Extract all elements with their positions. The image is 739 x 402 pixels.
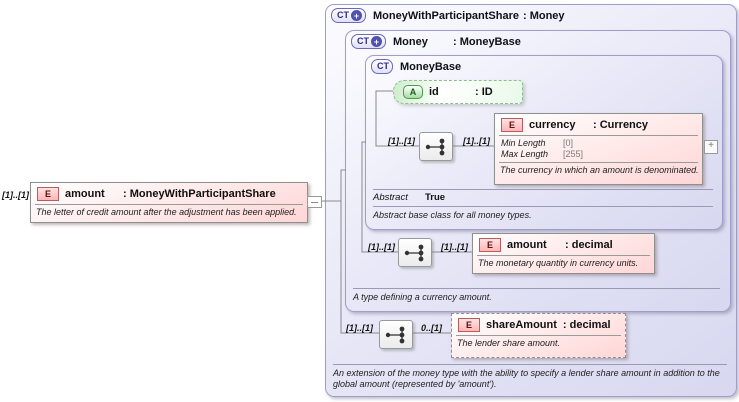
element-box-amount-global[interactable]: E amount : MoneyWithParticipantShare The… — [30, 182, 308, 223]
annotation-text: The lender share amount. — [457, 338, 561, 348]
sequence-compositor-icon[interactable] — [398, 238, 432, 267]
element-type: : decimal — [562, 319, 611, 331]
sequence-glyph — [404, 244, 424, 261]
element-box-shareamount[interactable]: E shareAmount : decimal The lender share… — [451, 313, 626, 358]
cardinality-label: [1]..[1] — [368, 242, 395, 252]
cardinality-label: [1]..[1] — [463, 136, 490, 146]
element-icon: E — [458, 318, 480, 332]
divider — [333, 364, 727, 365]
expand-plus-button[interactable]: + — [704, 140, 718, 154]
plus-badge-icon: + — [351, 10, 362, 21]
complextype-icon: CT — [371, 59, 393, 74]
element-name: shareAmount — [486, 319, 557, 331]
element-name: currency — [529, 119, 576, 131]
divider — [373, 206, 713, 207]
moneybase-type-title: MoneyBase — [400, 60, 462, 73]
cardinality-label: [1]..[1] — [2, 190, 29, 200]
divider — [373, 189, 713, 190]
money-type-title: Money : MoneyBase — [393, 35, 521, 48]
divider — [499, 135, 698, 136]
element-icon: E — [37, 187, 59, 201]
annotation-text: The monetary quantity in currency units. — [478, 258, 639, 268]
element-type: : MoneyWithParticipantShare — [123, 188, 276, 200]
element-icon: E — [479, 238, 501, 252]
element-name: amount — [507, 239, 547, 251]
outer-type-title: MoneyWithParticipantShare : Money — [373, 9, 565, 22]
element-box-amount[interactable]: E amount : decimal The monetary quantity… — [472, 233, 655, 274]
attribute-type: : ID — [475, 86, 493, 98]
complextype-extension-icon: CT+ — [351, 34, 386, 49]
divider — [35, 204, 303, 205]
annotation-text: Abstract base class for all money types. — [373, 210, 532, 220]
facet-row: Max Length [255] — [501, 149, 584, 159]
sequence-glyph — [425, 138, 445, 155]
facet-row: Min Length [0] — [501, 138, 574, 148]
cardinality-label: [1]..[1] — [441, 242, 468, 252]
element-name: amount — [65, 188, 105, 200]
annotation-text: The letter of credit amount after the ad… — [36, 207, 297, 217]
complextype-extension-icon: CT+ — [331, 8, 366, 23]
cardinality-label: [1]..[1] — [346, 323, 373, 333]
attribute-box-id[interactable]: A id : ID — [393, 80, 523, 104]
cardinality-label: 0..[1] — [421, 323, 443, 333]
sequence-glyph — [385, 326, 405, 343]
collapse-connector-button[interactable] — [307, 196, 322, 208]
minus-icon — [311, 201, 318, 203]
element-box-currency[interactable]: E currency : Currency Min Length [0] Max… — [494, 113, 703, 185]
divider — [477, 255, 650, 256]
annotation-text: The currency in which an amount is denom… — [500, 165, 699, 175]
divider — [499, 162, 698, 163]
cardinality-label: [1]..[1] — [388, 136, 415, 146]
sequence-compositor-icon[interactable] — [419, 132, 453, 161]
annotation-text: A type defining a currency amount. — [353, 292, 492, 302]
attribute-name: id — [429, 86, 439, 98]
abstract-row: Abstract True — [373, 192, 446, 203]
divider — [456, 335, 621, 336]
attribute-icon: A — [403, 85, 423, 99]
element-icon: E — [501, 118, 523, 132]
plus-badge-icon: + — [371, 36, 382, 47]
sequence-compositor-icon[interactable] — [379, 320, 413, 349]
element-type: : decimal — [565, 239, 613, 251]
element-type: : Currency — [593, 119, 649, 131]
annotation-text: An extension of the money type with the … — [333, 368, 720, 389]
divider — [353, 288, 720, 289]
